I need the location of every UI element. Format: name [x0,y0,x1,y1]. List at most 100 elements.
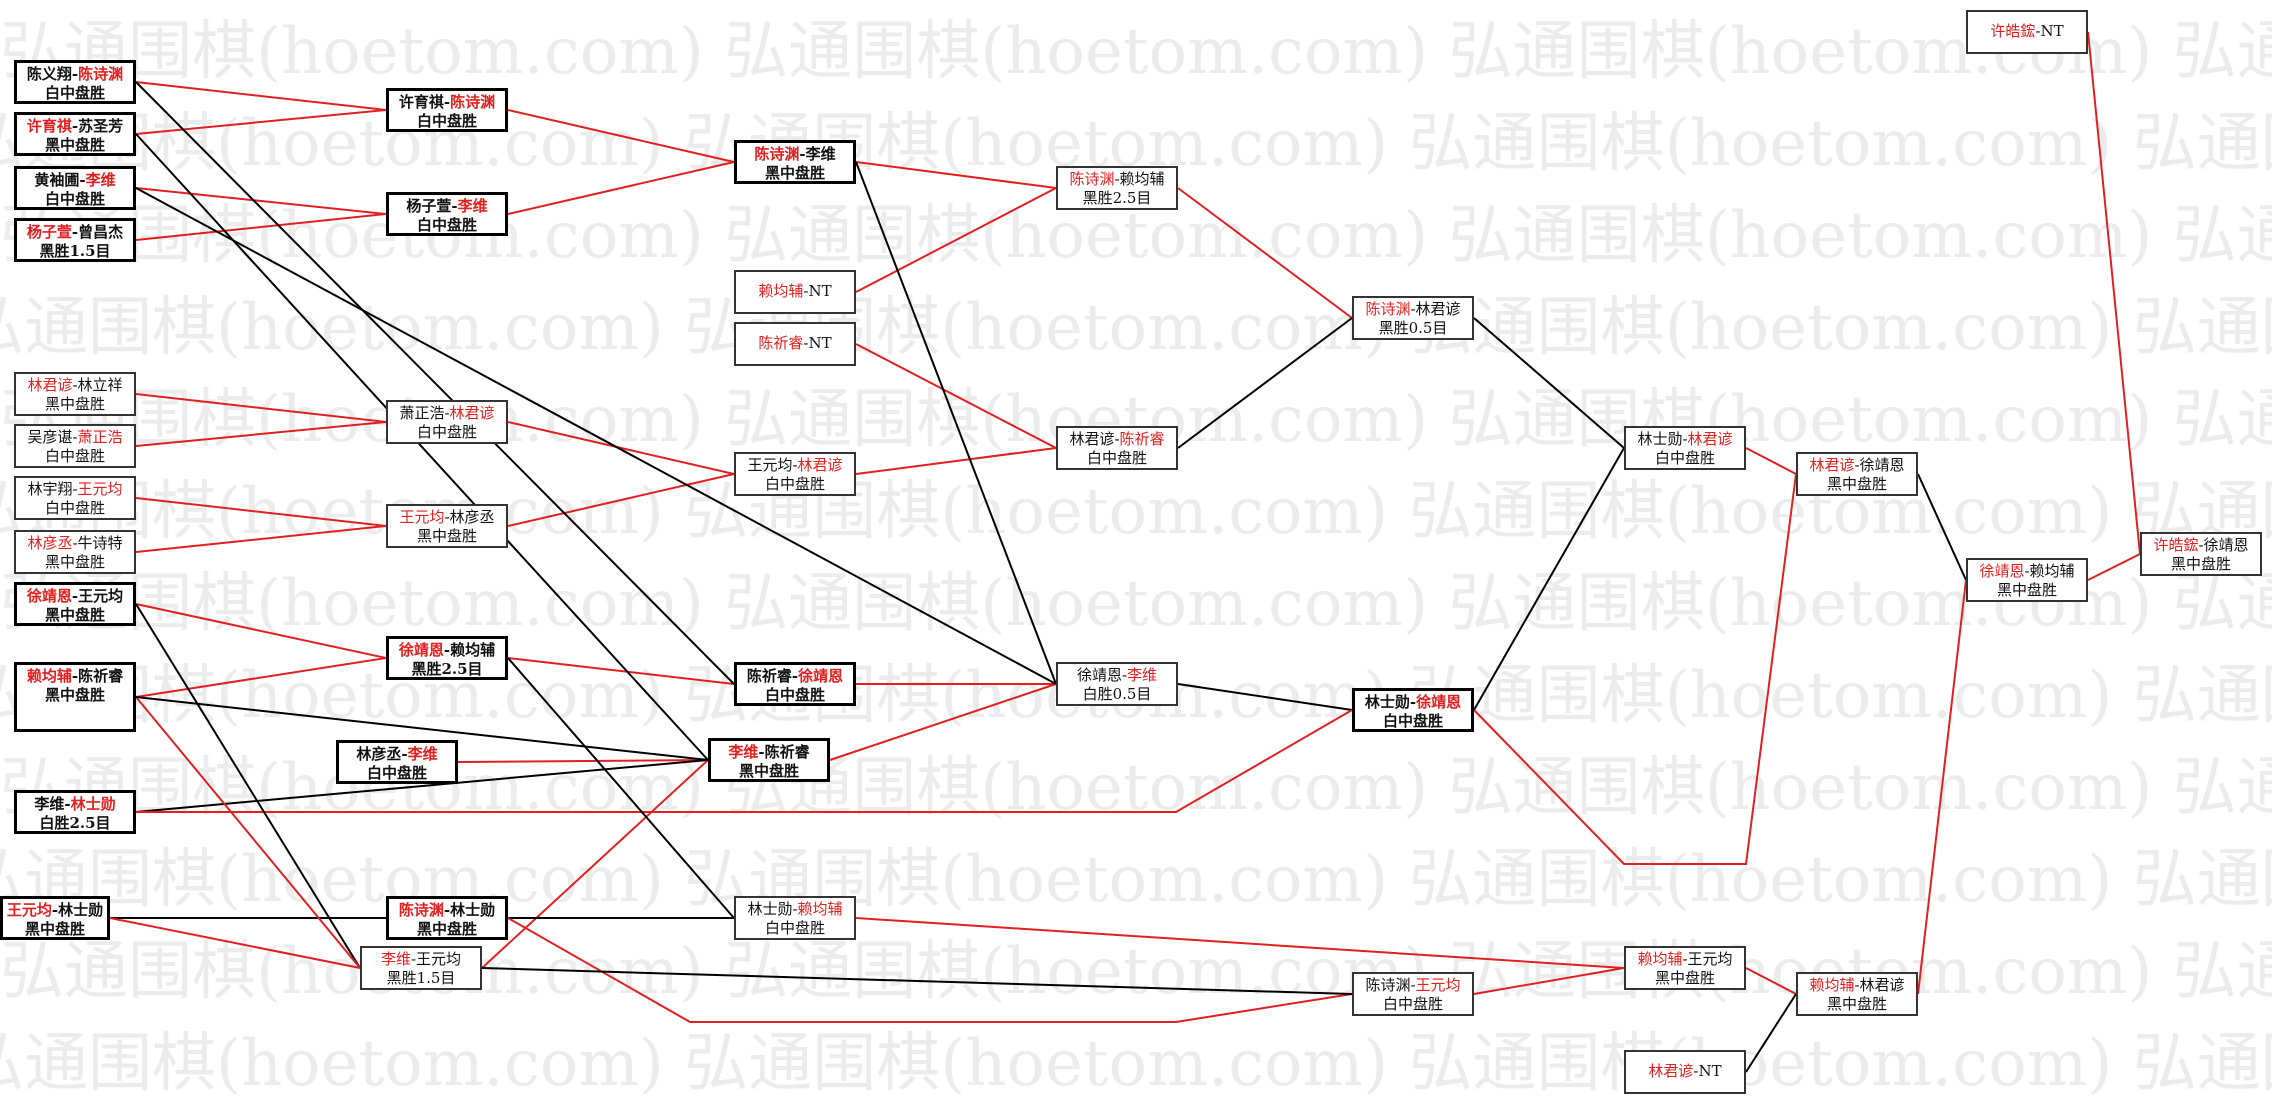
match-box: 赖均辅-林君谚黑中盘胜 [1796,972,1918,1016]
match-box: 徐靖恩-赖均辅黑中盘胜 [1966,558,2088,602]
match-box: 林彦丞-李维白中盘胜 [336,740,458,784]
match-box: 赖均辅-王元均黑中盘胜 [1624,946,1746,990]
bracket-connector-black [1177,683,1353,711]
match-players: 李维-王元均 [362,950,480,969]
bracket-connector-red [1473,473,1797,865]
player-black: 陈诗渊 [1365,300,1411,318]
match-players: 王元均-林彦丞 [388,508,506,527]
player-black: 林士勋 [1637,430,1683,448]
player-white: 林君谚 [1859,976,1905,994]
match-result: 黑中盘胜 [1826,995,1887,1013]
match-players: 徐靖恩-李维 [1058,666,1176,685]
match-box: 陈诗渊-林君谚黑胜0.5目 [1352,296,1474,340]
player-black: 赖均辅 [1809,976,1855,994]
match-result: 黑胜1.5目 [39,242,111,260]
player-black: 林士勋 [747,900,793,918]
dash-separator: - [444,508,450,526]
match-box: 林君谚-NT [1624,1050,1746,1094]
match-result: 黑中盘胜 [1826,475,1887,493]
player-black: 王元均 [399,508,445,526]
player-black: 王元均 [747,456,793,474]
player-white: 曾昌杰 [78,223,124,241]
player-black: 林君谚 [27,376,73,394]
player-black: 林彦丞 [356,745,402,763]
match-result: 黑中盘胜 [44,136,105,154]
match-players: 黄袖圃-李维 [17,171,133,190]
match-result: 白中盘胜 [44,190,105,208]
player-white: 王元均 [78,587,124,605]
bracket-connector-red [1917,579,1967,995]
bracket-connector-red [507,161,735,215]
player-black: 陈祈睿 [746,667,792,685]
bracket-connector-red [136,709,1353,813]
match-box: 黄袖圃-李维白中盘胜 [14,166,136,210]
match-box: 徐靖恩-赖均辅黑胜2.5目 [386,636,508,680]
match-box: 吴彦谌-萧正浩白中盘胜 [14,424,136,468]
dash-separator: - [451,197,458,215]
match-result: 白中盘胜 [1086,449,1147,467]
dash-separator: - [72,376,78,394]
dash-separator: - [803,334,809,352]
match-result: 黑胜2.5目 [411,660,483,678]
player-black: 徐靖恩 [398,641,444,659]
match-players: 许育祺-陈诗渊 [389,93,505,112]
match-players: 许皓鋐-NT [1968,22,2086,41]
player-white: NT [2040,22,2064,40]
player-white: NT [808,282,832,300]
match-box: 许皓鋐-NT [1966,10,2088,54]
match-box: 林君谚-陈祈睿白中盘胜 [1056,426,1178,470]
match-result: 白中盘胜 [416,112,477,130]
bracket-connector-red [135,81,387,111]
dash-separator: - [71,587,79,605]
match-result: 黑中盘胜 [44,686,105,704]
match-players: 林君谚-徐靖恩 [1798,456,1916,475]
player-black: 李维 [728,743,759,761]
player-black: 林宇翔 [27,480,73,498]
bracket-connector-red [855,187,1057,293]
match-result: 黑中盘胜 [44,395,105,413]
match-box: 林士勋-赖均辅白中盘胜 [734,896,856,940]
match-box: 王元均-林彦丞黑中盘胜 [386,504,508,548]
dash-separator: - [1410,976,1416,994]
bracket-connector-black [1473,447,1625,711]
match-result: 黑胜0.5目 [1378,319,1448,337]
match-result: 白中盘胜 [764,475,825,493]
match-players: 林彦丞-李维 [339,745,455,764]
player-white: 陈诗渊 [78,65,124,83]
bracket-connector-red [481,759,709,969]
player-white: 萧正浩 [77,428,123,446]
bracket-connector-red [135,525,387,553]
bracket-connector-red [855,917,1625,969]
dash-separator: - [401,745,408,763]
dash-separator: - [71,65,79,83]
match-box: 王元均-林君谚白中盘胜 [734,452,856,496]
player-white: 牛诗特 [77,534,123,552]
match-players: 赖均辅-王元均 [1626,950,1744,969]
match-box: 赖均辅-陈祈睿黑中盘胜 [14,662,136,732]
bracket-connector-red [135,696,361,969]
match-result: 黑中盘胜 [2170,555,2231,573]
player-black: 许皓鋐 [2153,536,2199,554]
match-result: 白中盘胜 [1382,995,1443,1013]
match-box: 杨子萱-李维白中盘胜 [386,192,508,236]
match-players: 徐靖恩-王元均 [17,587,133,606]
bracket-connector-red [457,759,709,763]
match-result: 白胜0.5目 [1082,685,1152,703]
match-players: 陈诗渊-王元均 [1354,976,1472,995]
player-white: 李维 [407,745,438,763]
player-black: 赖均辅 [758,282,804,300]
dash-separator: - [792,456,798,474]
player-white: 徐靖恩 [1859,456,1905,474]
match-result: 黑中盘胜 [416,527,477,545]
dash-separator: - [1121,666,1128,684]
player-black: 陈祈睿 [758,334,804,352]
match-players: 陈祈睿-徐靖恩 [737,667,853,686]
match-result: 白中盘胜 [416,216,477,234]
match-result: 黑中盘胜 [764,164,825,182]
bracket-connector-black [855,161,1057,685]
bracket-connector-red [507,473,735,527]
match-result: 白中盘胜 [44,447,105,465]
match-box: 许育祺-陈诗渊白中盘胜 [386,88,508,132]
player-white: 王元均 [416,950,462,968]
match-players: 林士勋-林君谚 [1626,430,1744,449]
